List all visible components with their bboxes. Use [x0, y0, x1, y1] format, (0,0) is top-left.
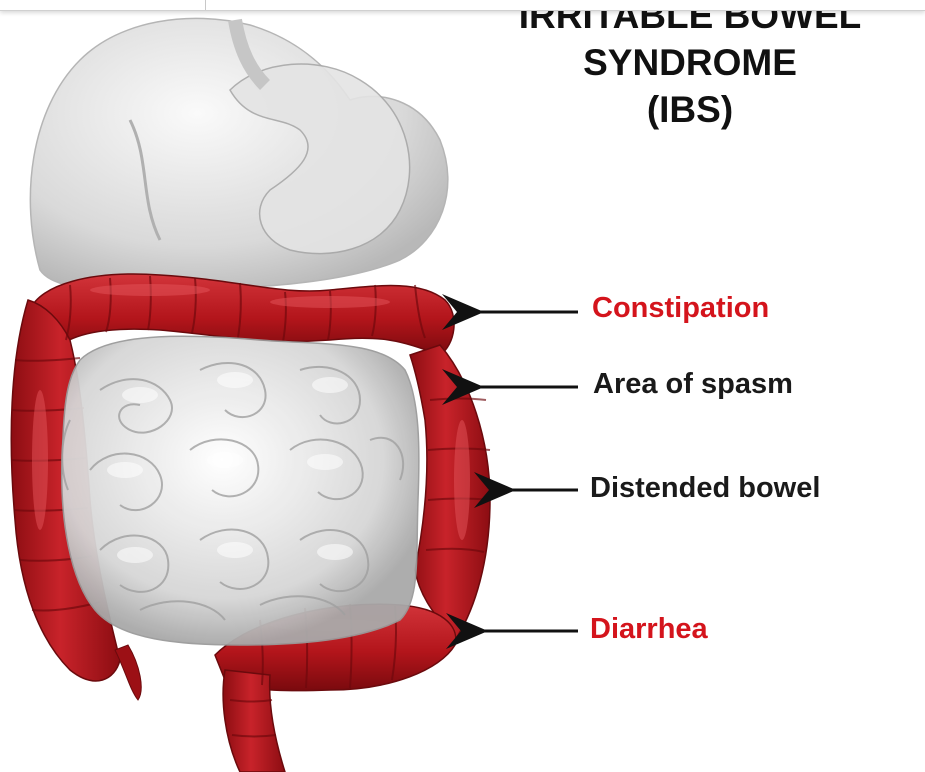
label-constipation: Constipation: [592, 292, 769, 325]
descending-colon: [410, 345, 490, 640]
diagram-title: IRRITABLE BOWEL SYNDROME (IBS): [480, 0, 900, 133]
window-top-bar: [0, 0, 925, 11]
small-intestine: [62, 336, 419, 645]
label-area-of-spasm: Area of spasm: [593, 368, 793, 401]
label-diarrhea: Diarrhea: [590, 613, 708, 646]
appendix: [115, 645, 141, 700]
label-arrows: [478, 312, 578, 631]
title-line-3: (IBS): [480, 86, 900, 133]
upper-organs: [30, 18, 448, 290]
label-distended-bowel: Distended bowel: [590, 472, 820, 505]
tab-divider: [205, 0, 206, 10]
title-line-2: SYNDROME: [480, 39, 900, 86]
